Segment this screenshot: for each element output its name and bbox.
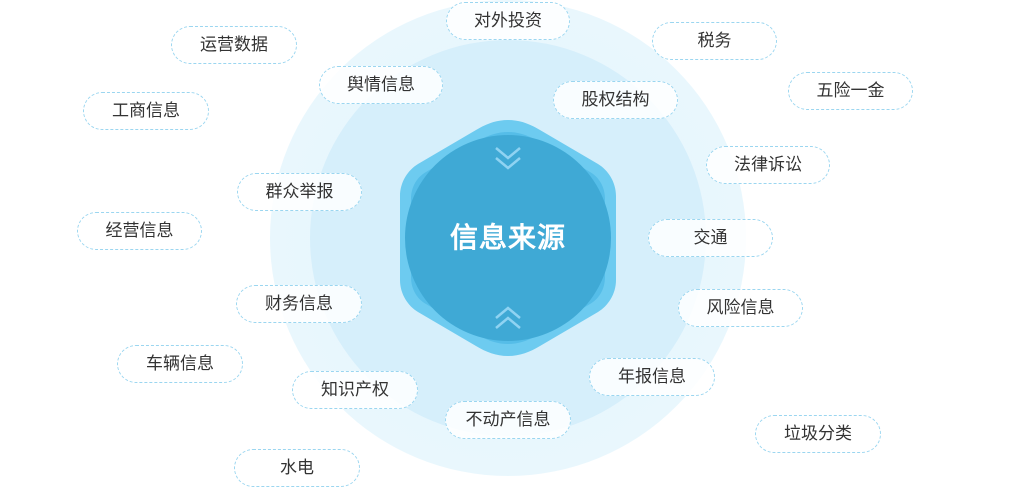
source-tag-intellectual-property: 知识产权 bbox=[292, 371, 418, 409]
source-tag-utilities: 水电 bbox=[234, 449, 360, 487]
source-tag-foreign-investment: 对外投资 bbox=[446, 2, 570, 40]
source-tag-waste-sorting: 垃圾分类 bbox=[755, 415, 881, 453]
source-tag-real-estate: 不动产信息 bbox=[445, 401, 571, 439]
center-circle bbox=[405, 135, 611, 341]
source-tag-litigation: 法律诉讼 bbox=[706, 146, 830, 184]
source-tag-tax: 税务 bbox=[652, 22, 777, 60]
source-tag-annual-report: 年报信息 bbox=[589, 358, 715, 396]
source-tag-traffic: 交通 bbox=[648, 219, 773, 257]
source-tag-equity-structure: 股权结构 bbox=[553, 81, 678, 119]
source-tag-financial-info: 财务信息 bbox=[236, 285, 362, 323]
source-tag-social-insurance: 五险一金 bbox=[788, 72, 913, 110]
source-tag-operating-info: 经营信息 bbox=[77, 212, 202, 250]
source-tag-business-registration: 工商信息 bbox=[83, 92, 209, 130]
source-tag-risk-info: 风险信息 bbox=[678, 289, 803, 327]
source-tag-operation-data: 运营数据 bbox=[171, 26, 297, 64]
center-hexagon bbox=[400, 120, 616, 356]
chevron-up-icon bbox=[495, 306, 521, 329]
source-tag-public-reports: 群众举报 bbox=[237, 173, 362, 211]
source-tag-vehicle-info: 车辆信息 bbox=[117, 345, 243, 383]
center-title: 信息来源 bbox=[449, 221, 566, 254]
source-tag-public-opinion: 舆情信息 bbox=[319, 66, 443, 104]
chevron-down-icon bbox=[495, 147, 521, 170]
